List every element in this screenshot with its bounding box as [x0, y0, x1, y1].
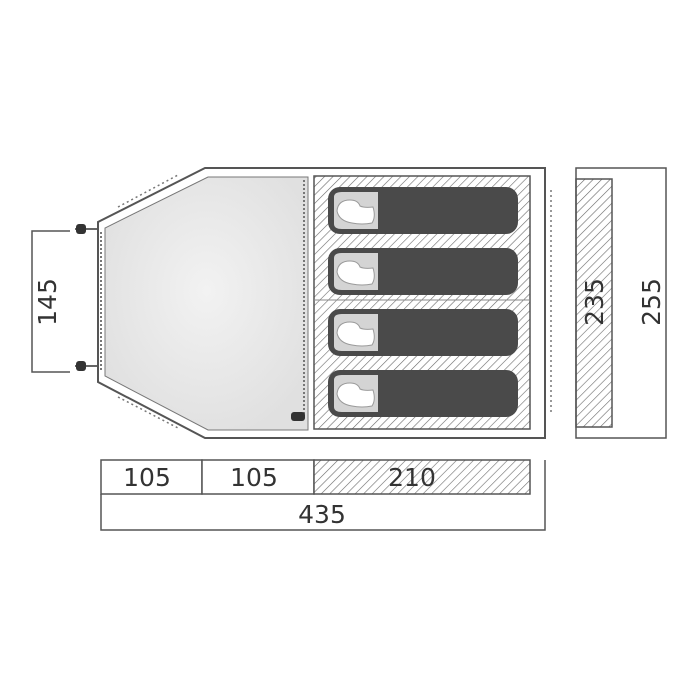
bedroom-length-label: 210: [388, 463, 436, 492]
vestibule-area: [104, 176, 309, 431]
sleeping-bag: [328, 309, 518, 356]
outer-width-box: [575, 167, 667, 439]
zipper-pull-top: [75, 224, 97, 234]
inner-width-hatch-box: [575, 178, 613, 428]
sleeper-head-icon: [336, 321, 375, 347]
vestibule-width-bracket: [31, 230, 70, 373]
sleeping-bag: [328, 370, 518, 417]
side-mark-bottom: [117, 396, 179, 429]
sleeper-head-icon: [336, 382, 375, 408]
bedroom-length-box: [313, 459, 531, 495]
middle-section-box: [201, 459, 315, 495]
sleeper-head-icon: [336, 199, 375, 225]
sleeping-bags: [328, 187, 518, 417]
middle-section-label: 105: [230, 463, 278, 492]
zipper-pull-inner: [291, 412, 305, 421]
sleeping-bag: [328, 187, 518, 234]
total-length-label: 435: [298, 500, 346, 529]
sleeping-bag: [328, 248, 518, 295]
side-mark-top: [117, 174, 179, 208]
front-section-box: [100, 459, 203, 495]
vestibule-width-label: 145: [33, 278, 62, 326]
outer-width-label: 255: [637, 278, 666, 326]
total-length-bracket: [100, 460, 546, 531]
inner-width-label: 235: [580, 278, 609, 326]
front-section-label: 105: [123, 463, 171, 492]
sleeper-head-icon: [336, 260, 375, 286]
zipper-pull-bottom: [75, 361, 97, 371]
